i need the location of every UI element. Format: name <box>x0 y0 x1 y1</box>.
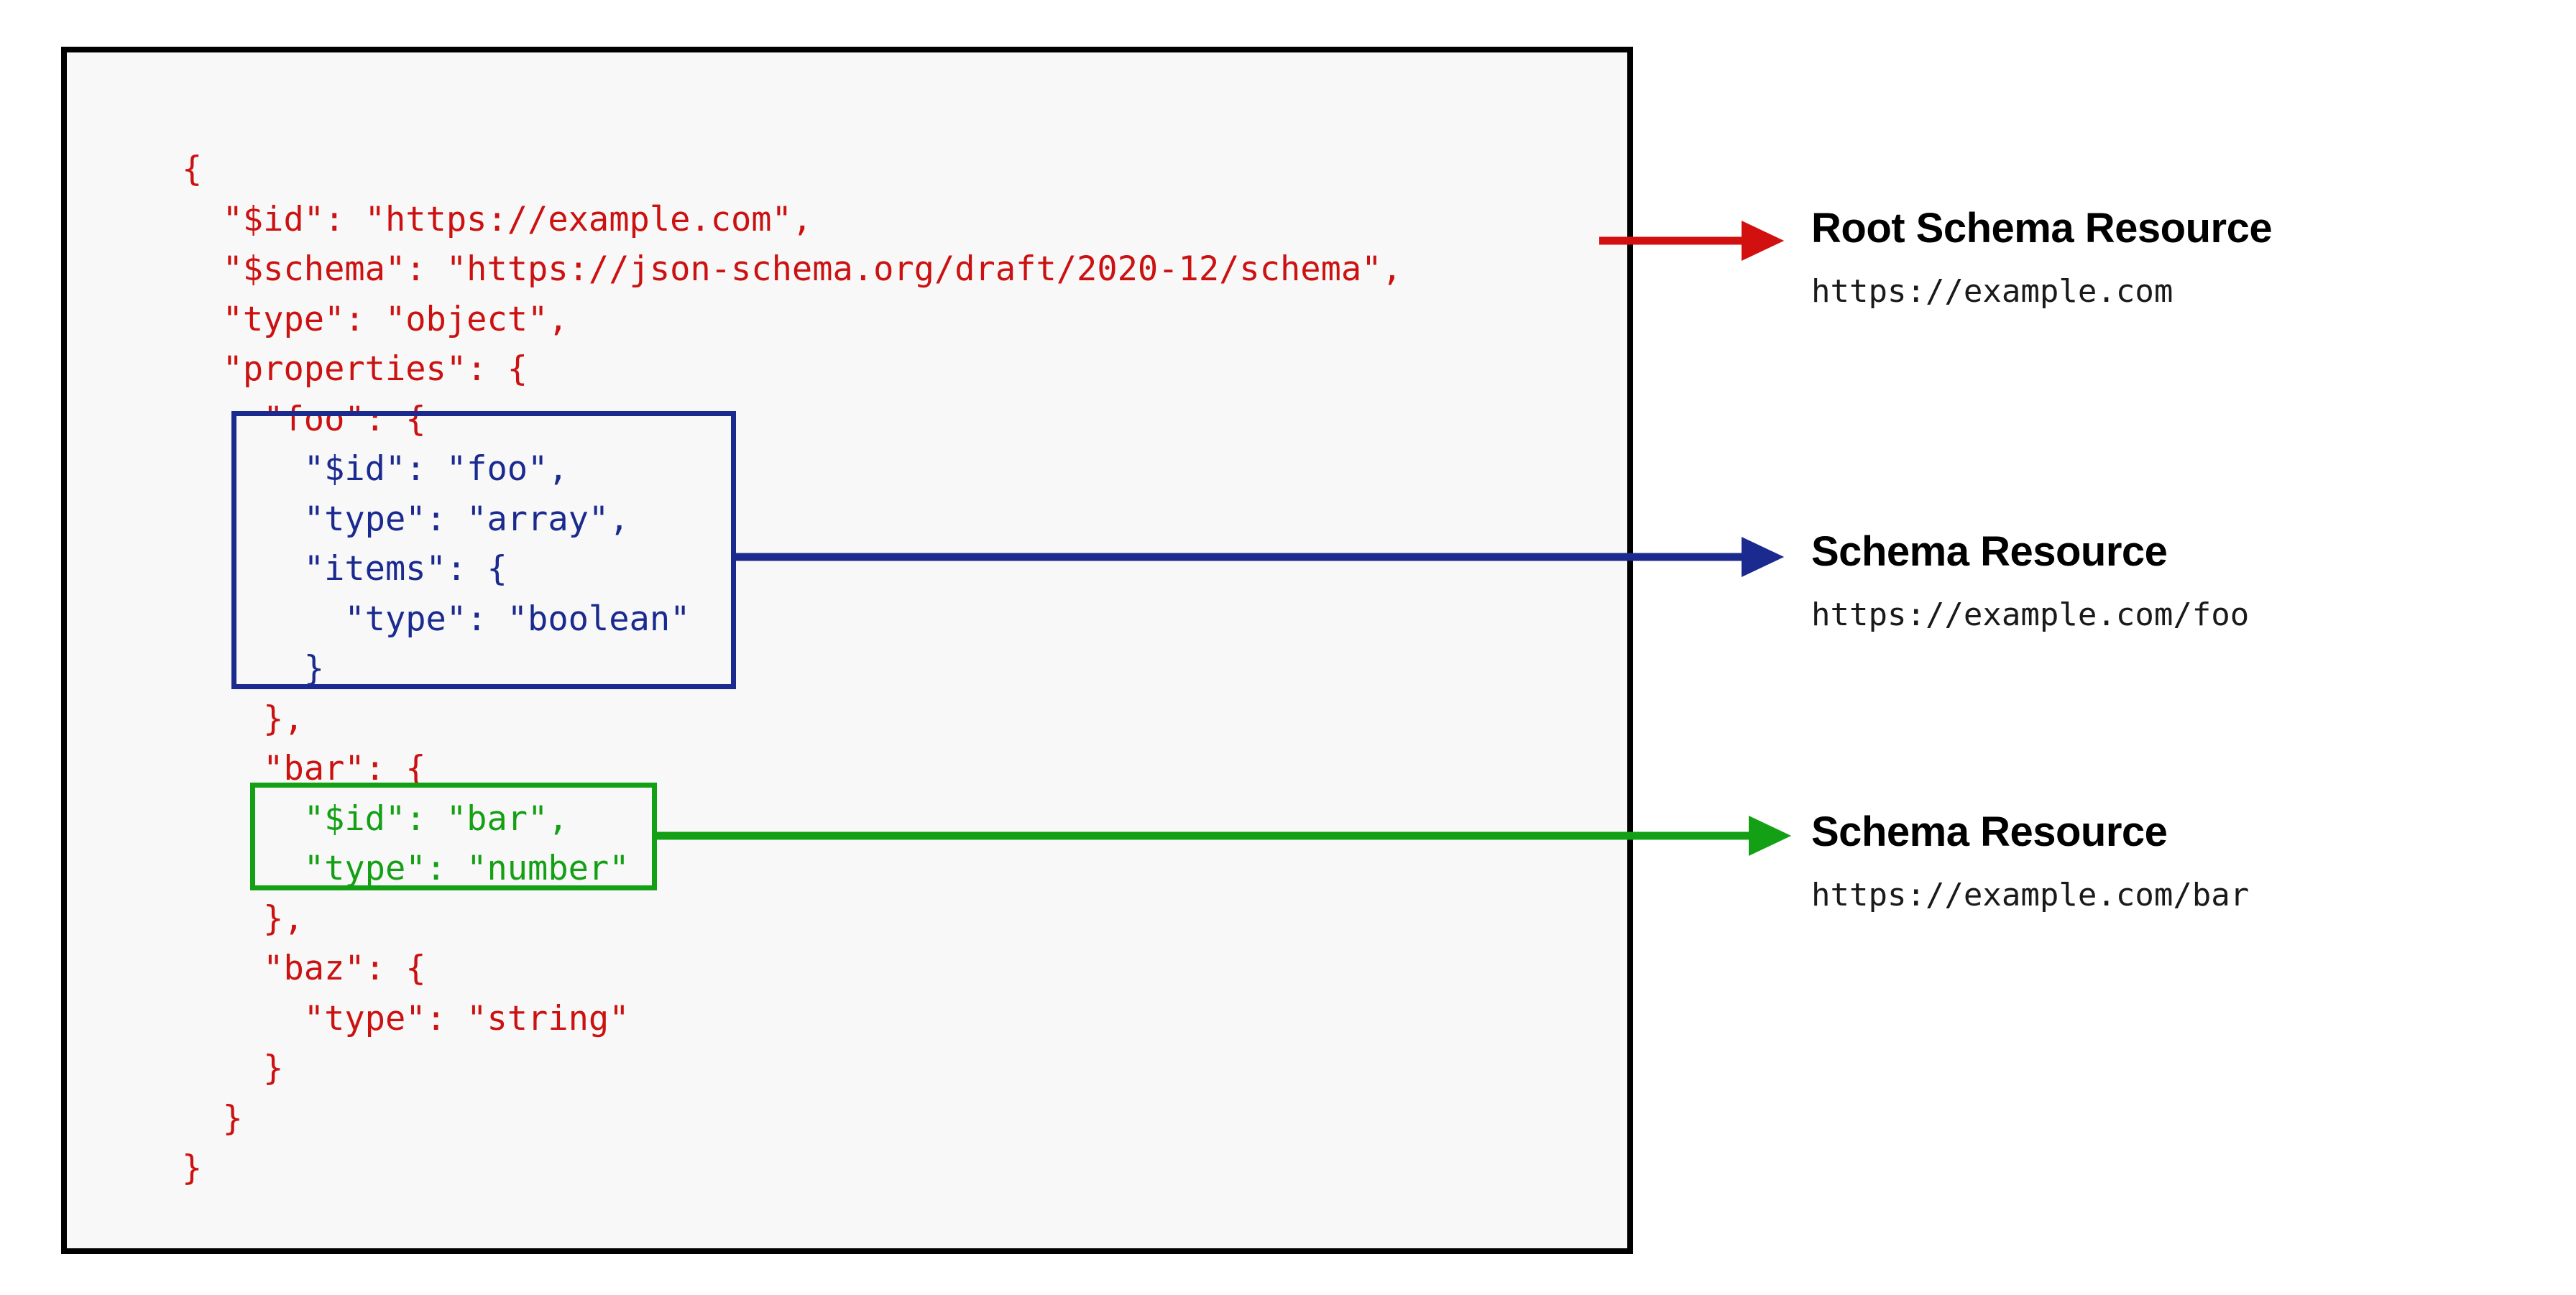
code-line: "type": "number" <box>182 849 630 888</box>
code-line: "bar": { <box>182 749 426 788</box>
json-schema-code: { "$id": "https://example.com", "$schema… <box>182 144 1402 1194</box>
code-line: "$schema": "https://json-schema.org/draf… <box>182 249 1402 289</box>
annotation-foo-schema-resource: Schema Resource https://example.com/foo <box>1811 530 2249 632</box>
code-line: "$id": "bar", <box>182 798 569 839</box>
annotation-url: https://example.com/bar <box>1811 876 2250 913</box>
annotation-title: Schema Resource <box>1811 808 2168 855</box>
code-line: }, <box>182 699 304 739</box>
code-line: } <box>182 649 325 688</box>
code-line: "type": "string" <box>182 998 630 1038</box>
code-line: { <box>182 149 203 189</box>
code-line: "type": "array", <box>182 499 630 539</box>
code-line: "items": { <box>182 549 507 589</box>
code-line: "baz": { <box>182 949 426 988</box>
code-line: "$id": "https://example.com", <box>182 199 813 239</box>
annotation-url: https://example.com/foo <box>1811 596 2250 633</box>
code-line: "properties": { <box>182 349 528 389</box>
code-line: } <box>182 1148 203 1188</box>
annotation-root-schema-resource: Root Schema Resource https://example.com <box>1811 205 2273 310</box>
code-line: "$id": "foo", <box>182 449 569 489</box>
code-line: } <box>182 1098 243 1138</box>
code-line: "type": "boolean" <box>182 599 691 639</box>
annotation-bar-schema-resource: Schema Resource https://example.com/bar <box>1811 808 2250 913</box>
annotation-title: Schema Resource <box>1811 528 2168 575</box>
annotation-url: https://example.com <box>1811 272 2174 310</box>
schema-code-frame: { "$id": "https://example.com", "$schema… <box>61 47 1633 1254</box>
annotation-title: Root Schema Resource <box>1811 205 2273 252</box>
code-line: "type": "object", <box>182 299 569 339</box>
code-line: }, <box>182 898 304 939</box>
code-line: } <box>182 1049 284 1088</box>
code-line: "foo": { <box>182 399 426 439</box>
